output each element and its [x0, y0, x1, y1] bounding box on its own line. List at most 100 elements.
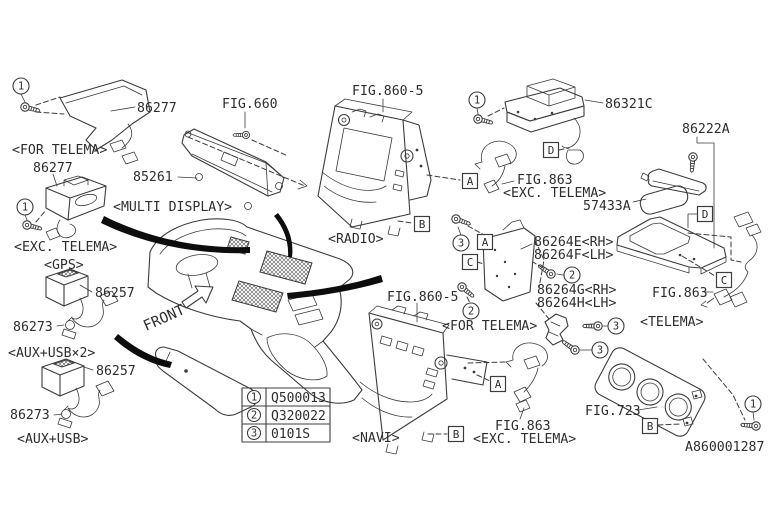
- leader-swooshes: [101, 213, 383, 368]
- circled-number-1: 1: [16, 198, 34, 221]
- front-label: FRONT: [141, 302, 188, 334]
- label-86264e: 86264E<RH>: [534, 235, 613, 250]
- circled-number-1: 1: [744, 395, 762, 413]
- label-86264g: 86264G<RH>: [537, 283, 616, 298]
- label-86257-gps: 86257: [95, 286, 135, 301]
- svg-text:D: D: [702, 208, 709, 221]
- label-aux-usb: <AUX+USB>: [17, 432, 89, 447]
- screw-icon: [21, 219, 44, 234]
- labels: 86277 <FOR TELEMA> 86277 <EXC. TELEMA> <…: [8, 84, 764, 455]
- label-86257-usb: 86257: [96, 364, 136, 379]
- legend-code-2: Q320022: [271, 409, 326, 424]
- legend-code-3: 0101S: [271, 427, 310, 442]
- dashboard-sketch: [147, 218, 363, 416]
- screw-icon: [472, 113, 495, 128]
- circled-number-1: 1: [468, 91, 486, 115]
- screw-icon: [19, 101, 42, 116]
- part-86264gh-bracket: [535, 302, 609, 351]
- label-telema: <TELEMA>: [640, 315, 704, 330]
- part-86222a-group: [616, 136, 746, 421]
- callout-box-a: A: [476, 233, 494, 251]
- dash-vent-center: [259, 250, 313, 285]
- label-radio: <RADIO>: [328, 232, 384, 247]
- callout-box-b: B: [413, 215, 431, 233]
- part-86277-exc-telema: [35, 173, 107, 241]
- svg-text:3: 3: [458, 238, 464, 250]
- svg-text:B: B: [419, 218, 426, 231]
- label-85261: 85261: [133, 170, 173, 185]
- screw-icon: [739, 419, 762, 432]
- callout-box-b: B: [447, 425, 465, 443]
- part-86257-usb-unit: [41, 358, 115, 429]
- part-86264ef-bracket: [467, 219, 564, 302]
- circled-number-3: 3: [607, 317, 625, 335]
- screw-icon: [535, 261, 558, 281]
- svg-text:1: 1: [474, 95, 480, 107]
- part-fig863-harness-top: [474, 140, 517, 194]
- svg-text:1: 1: [750, 399, 756, 411]
- part-85261-multi-display: [177, 111, 308, 210]
- label-fig860-radio: FIG.860-5: [352, 84, 423, 99]
- label-exc-telema-bottom: <EXC. TELEMA>: [473, 432, 576, 447]
- svg-text:3: 3: [597, 345, 603, 357]
- part-radio-unit: [317, 98, 461, 237]
- label-86277-left: 86277: [33, 161, 73, 176]
- svg-text:A: A: [495, 378, 502, 391]
- callout-box-c: C: [715, 271, 733, 289]
- legend-code-1: Q500013: [271, 391, 326, 406]
- label-86264f: 86264F<LH>: [534, 248, 613, 263]
- label-navi: <NAVI>: [352, 431, 400, 446]
- svg-text:B: B: [647, 420, 654, 433]
- screw-icon: [582, 321, 603, 331]
- label-57433a: 57433A: [583, 199, 631, 214]
- screw-icon: [232, 130, 251, 140]
- svg-text:2: 2: [468, 306, 474, 318]
- label-86273-usb: 86273: [10, 408, 50, 423]
- part-fig723-climate-control: [594, 347, 755, 437]
- label-86273-gps: 86273: [13, 320, 53, 335]
- label-fig723: FIG.723: [585, 404, 641, 419]
- svg-text:3: 3: [613, 321, 619, 333]
- legend-num-3: 3: [251, 428, 257, 440]
- callout-box-c: C: [461, 253, 479, 271]
- callout-box-d: D: [696, 205, 714, 223]
- label-86222a: 86222A: [682, 122, 730, 137]
- label-gps: <GPS>: [44, 258, 84, 273]
- part-86277-for-telema: [35, 79, 151, 165]
- legend-num-2: 2: [251, 410, 257, 422]
- part-fig863-harness-telema: [700, 211, 762, 308]
- part-57433a-roller: [639, 185, 689, 215]
- part-86321c-bracket: [487, 78, 604, 165]
- circled-number-2: 2: [462, 302, 480, 320]
- svg-text:1: 1: [22, 202, 28, 214]
- svg-text:B: B: [453, 428, 460, 441]
- label-fig660: FIG.660: [222, 97, 278, 112]
- front-arrow: [181, 285, 214, 309]
- label-fig863-right: FIG.863: [652, 286, 708, 301]
- svg-text:A: A: [482, 236, 489, 249]
- label-86321c: 86321C: [605, 97, 653, 112]
- label-86277-top: 86277: [137, 101, 177, 116]
- label-exc-telema-left: <EXC. TELEMA>: [14, 240, 117, 255]
- circled-number-1: 1: [12, 77, 30, 103]
- label-multi-display: <MULTI DISPLAY>: [113, 200, 232, 215]
- svg-text:2: 2: [569, 270, 575, 282]
- dash-vent-lower: [231, 280, 284, 313]
- circled-number-3: 3: [452, 226, 470, 252]
- svg-text:C: C: [721, 274, 728, 287]
- circled-number-2: 2: [563, 266, 581, 284]
- callout-box-a: A: [461, 172, 479, 190]
- label-86264h: 86264H<LH>: [537, 296, 616, 311]
- svg-text:1: 1: [18, 81, 24, 93]
- label-fig863-bottom: FIG.863: [495, 419, 551, 434]
- circled-number-3: 3: [591, 341, 609, 359]
- part-navi-unit: [359, 296, 507, 455]
- label-fig860-navi: FIG.860-5: [387, 290, 458, 305]
- svg-text:C: C: [467, 256, 474, 269]
- legend-num-1: 1: [251, 392, 257, 404]
- svg-text:A: A: [467, 175, 474, 188]
- label-fig863-top: FIG.863: [517, 173, 573, 188]
- part-86257-gps-unit: [45, 268, 119, 340]
- screw-icon: [686, 151, 699, 174]
